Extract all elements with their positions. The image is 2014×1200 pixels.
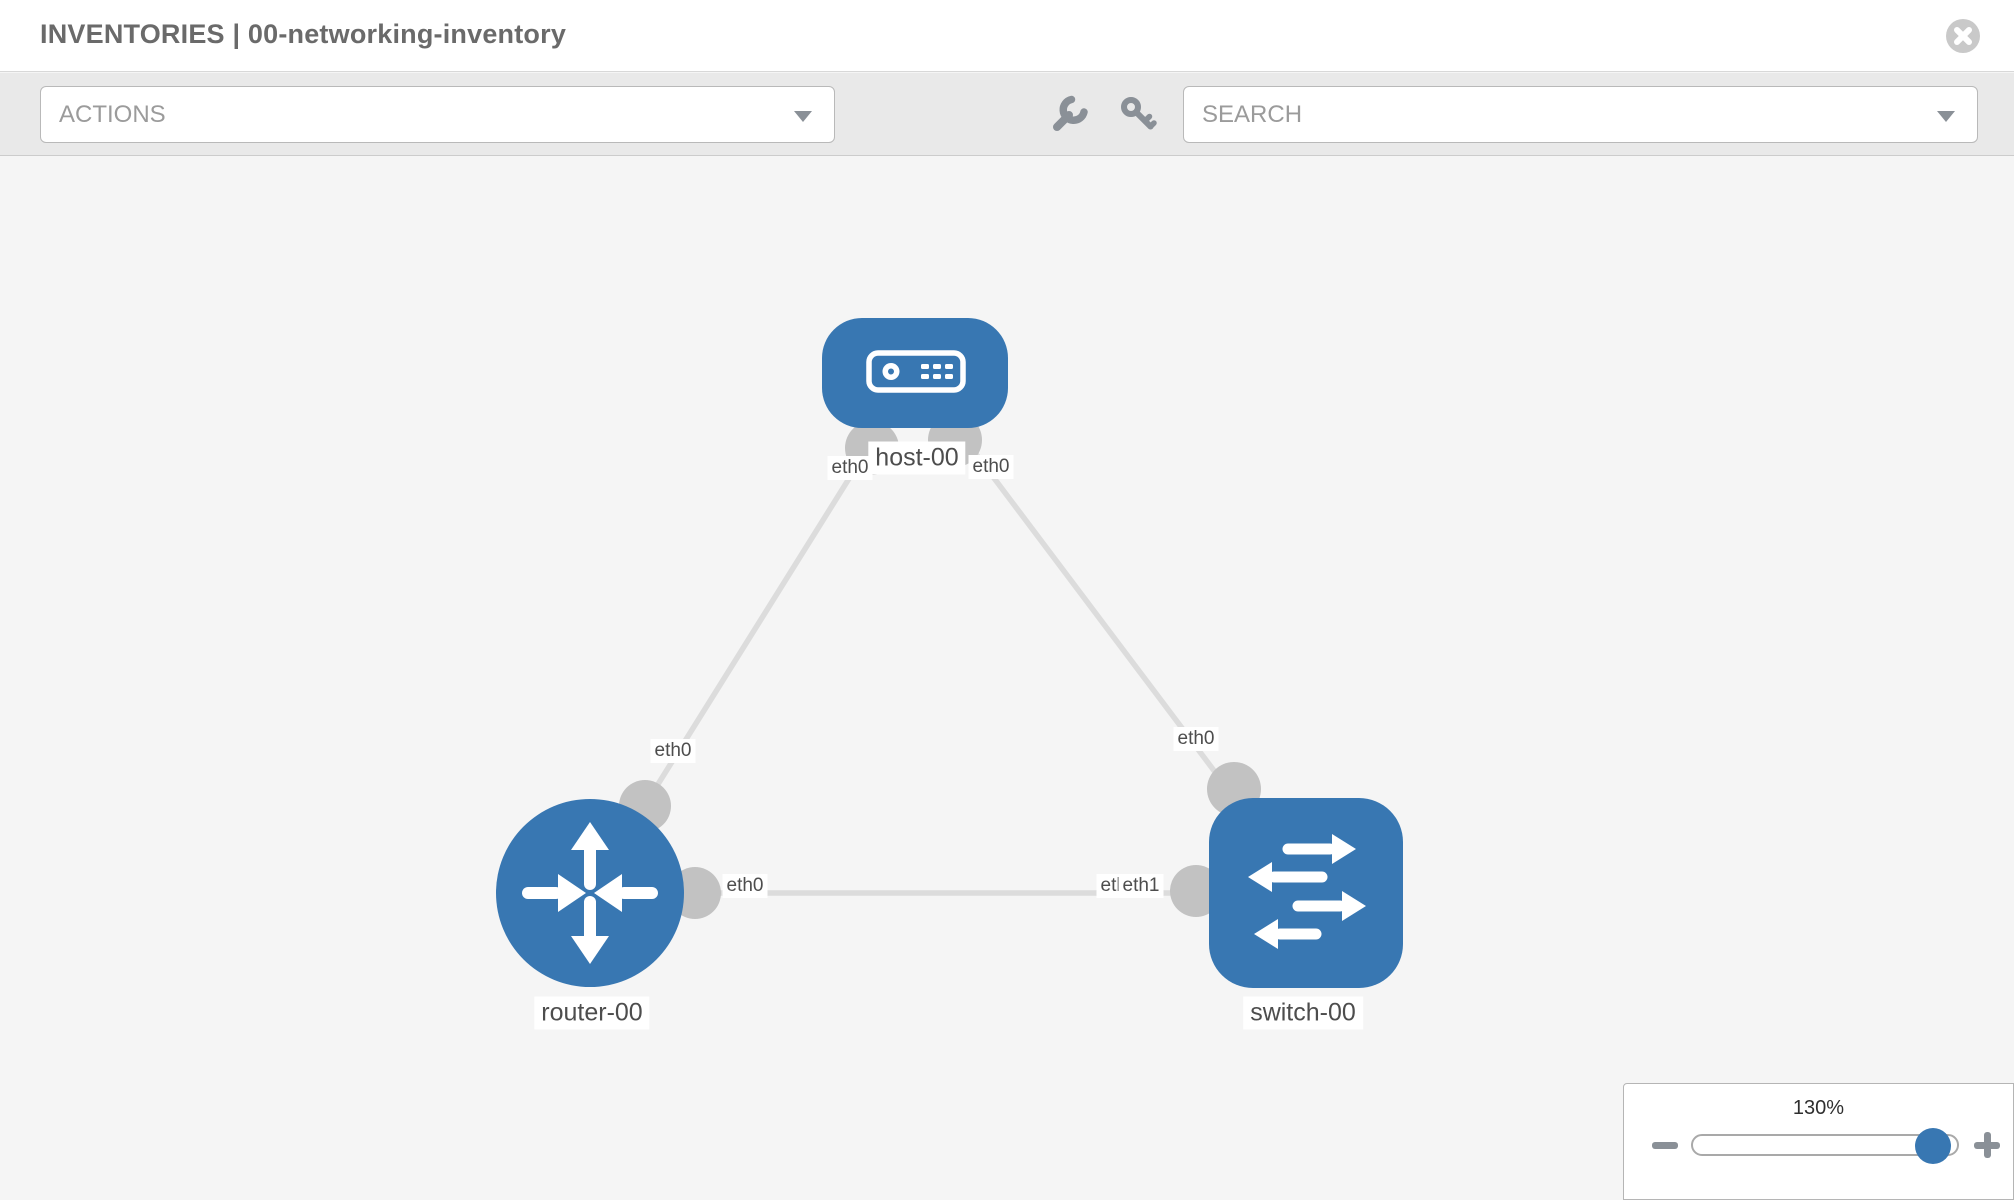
page-title: INVENTORIES | 00-networking-inventory (40, 19, 567, 49)
wrench-icon[interactable] (1049, 94, 1089, 134)
zoom-control-panel: 130% (1623, 1083, 2014, 1200)
if-label-host-eth0-right[interactable]: eth0 (968, 455, 1014, 479)
zoom-in-button[interactable] (1974, 1132, 2000, 1158)
toolbar: ACTIONS SEARCH (0, 73, 2014, 156)
node-label-host-00[interactable]: host-00 (868, 441, 966, 475)
if-label-host-eth0-left[interactable]: eth0 (827, 456, 873, 480)
close-button[interactable] (1946, 19, 1980, 53)
zoom-slider-track[interactable] (1691, 1128, 1959, 1164)
search-dropdown-label: SEARCH (1202, 100, 1303, 128)
chevron-down-icon (794, 111, 812, 122)
node-switch-00[interactable] (1209, 798, 1403, 988)
chevron-down-icon (1937, 111, 1955, 122)
switch-icon (1248, 834, 1366, 949)
if-label-switch-eth1-router[interactable]: eth1 (1118, 874, 1164, 898)
header-bar: INVENTORIES | 00-networking-inventory (0, 0, 2014, 72)
actions-dropdown-label: ACTIONS (59, 100, 166, 128)
node-router-00[interactable] (496, 799, 684, 987)
zoom-out-button[interactable] (1652, 1142, 1678, 1149)
zoom-slider-handle[interactable] (1915, 1128, 1951, 1164)
host-icon (866, 350, 966, 393)
port-circles (619, 413, 1261, 919)
node-label-switch-00[interactable]: switch-00 (1243, 996, 1363, 1030)
node-label-router-00[interactable]: router-00 (534, 996, 650, 1030)
search-dropdown[interactable]: SEARCH (1183, 86, 1978, 143)
actions-dropdown[interactable]: ACTIONS (40, 86, 835, 143)
if-label-switch-eth0-host[interactable]: eth0 (1173, 727, 1219, 751)
if-label-router-eth0-switch[interactable]: eth0 (722, 874, 768, 898)
router-icon (522, 822, 658, 964)
zoom-level-value: 130% (1792, 1097, 1845, 1119)
key-icon[interactable] (1118, 94, 1158, 134)
node-host-00[interactable] (822, 318, 1008, 428)
close-icon (1954, 27, 1972, 45)
if-label-router-eth0-host[interactable]: eth0 (650, 739, 696, 763)
